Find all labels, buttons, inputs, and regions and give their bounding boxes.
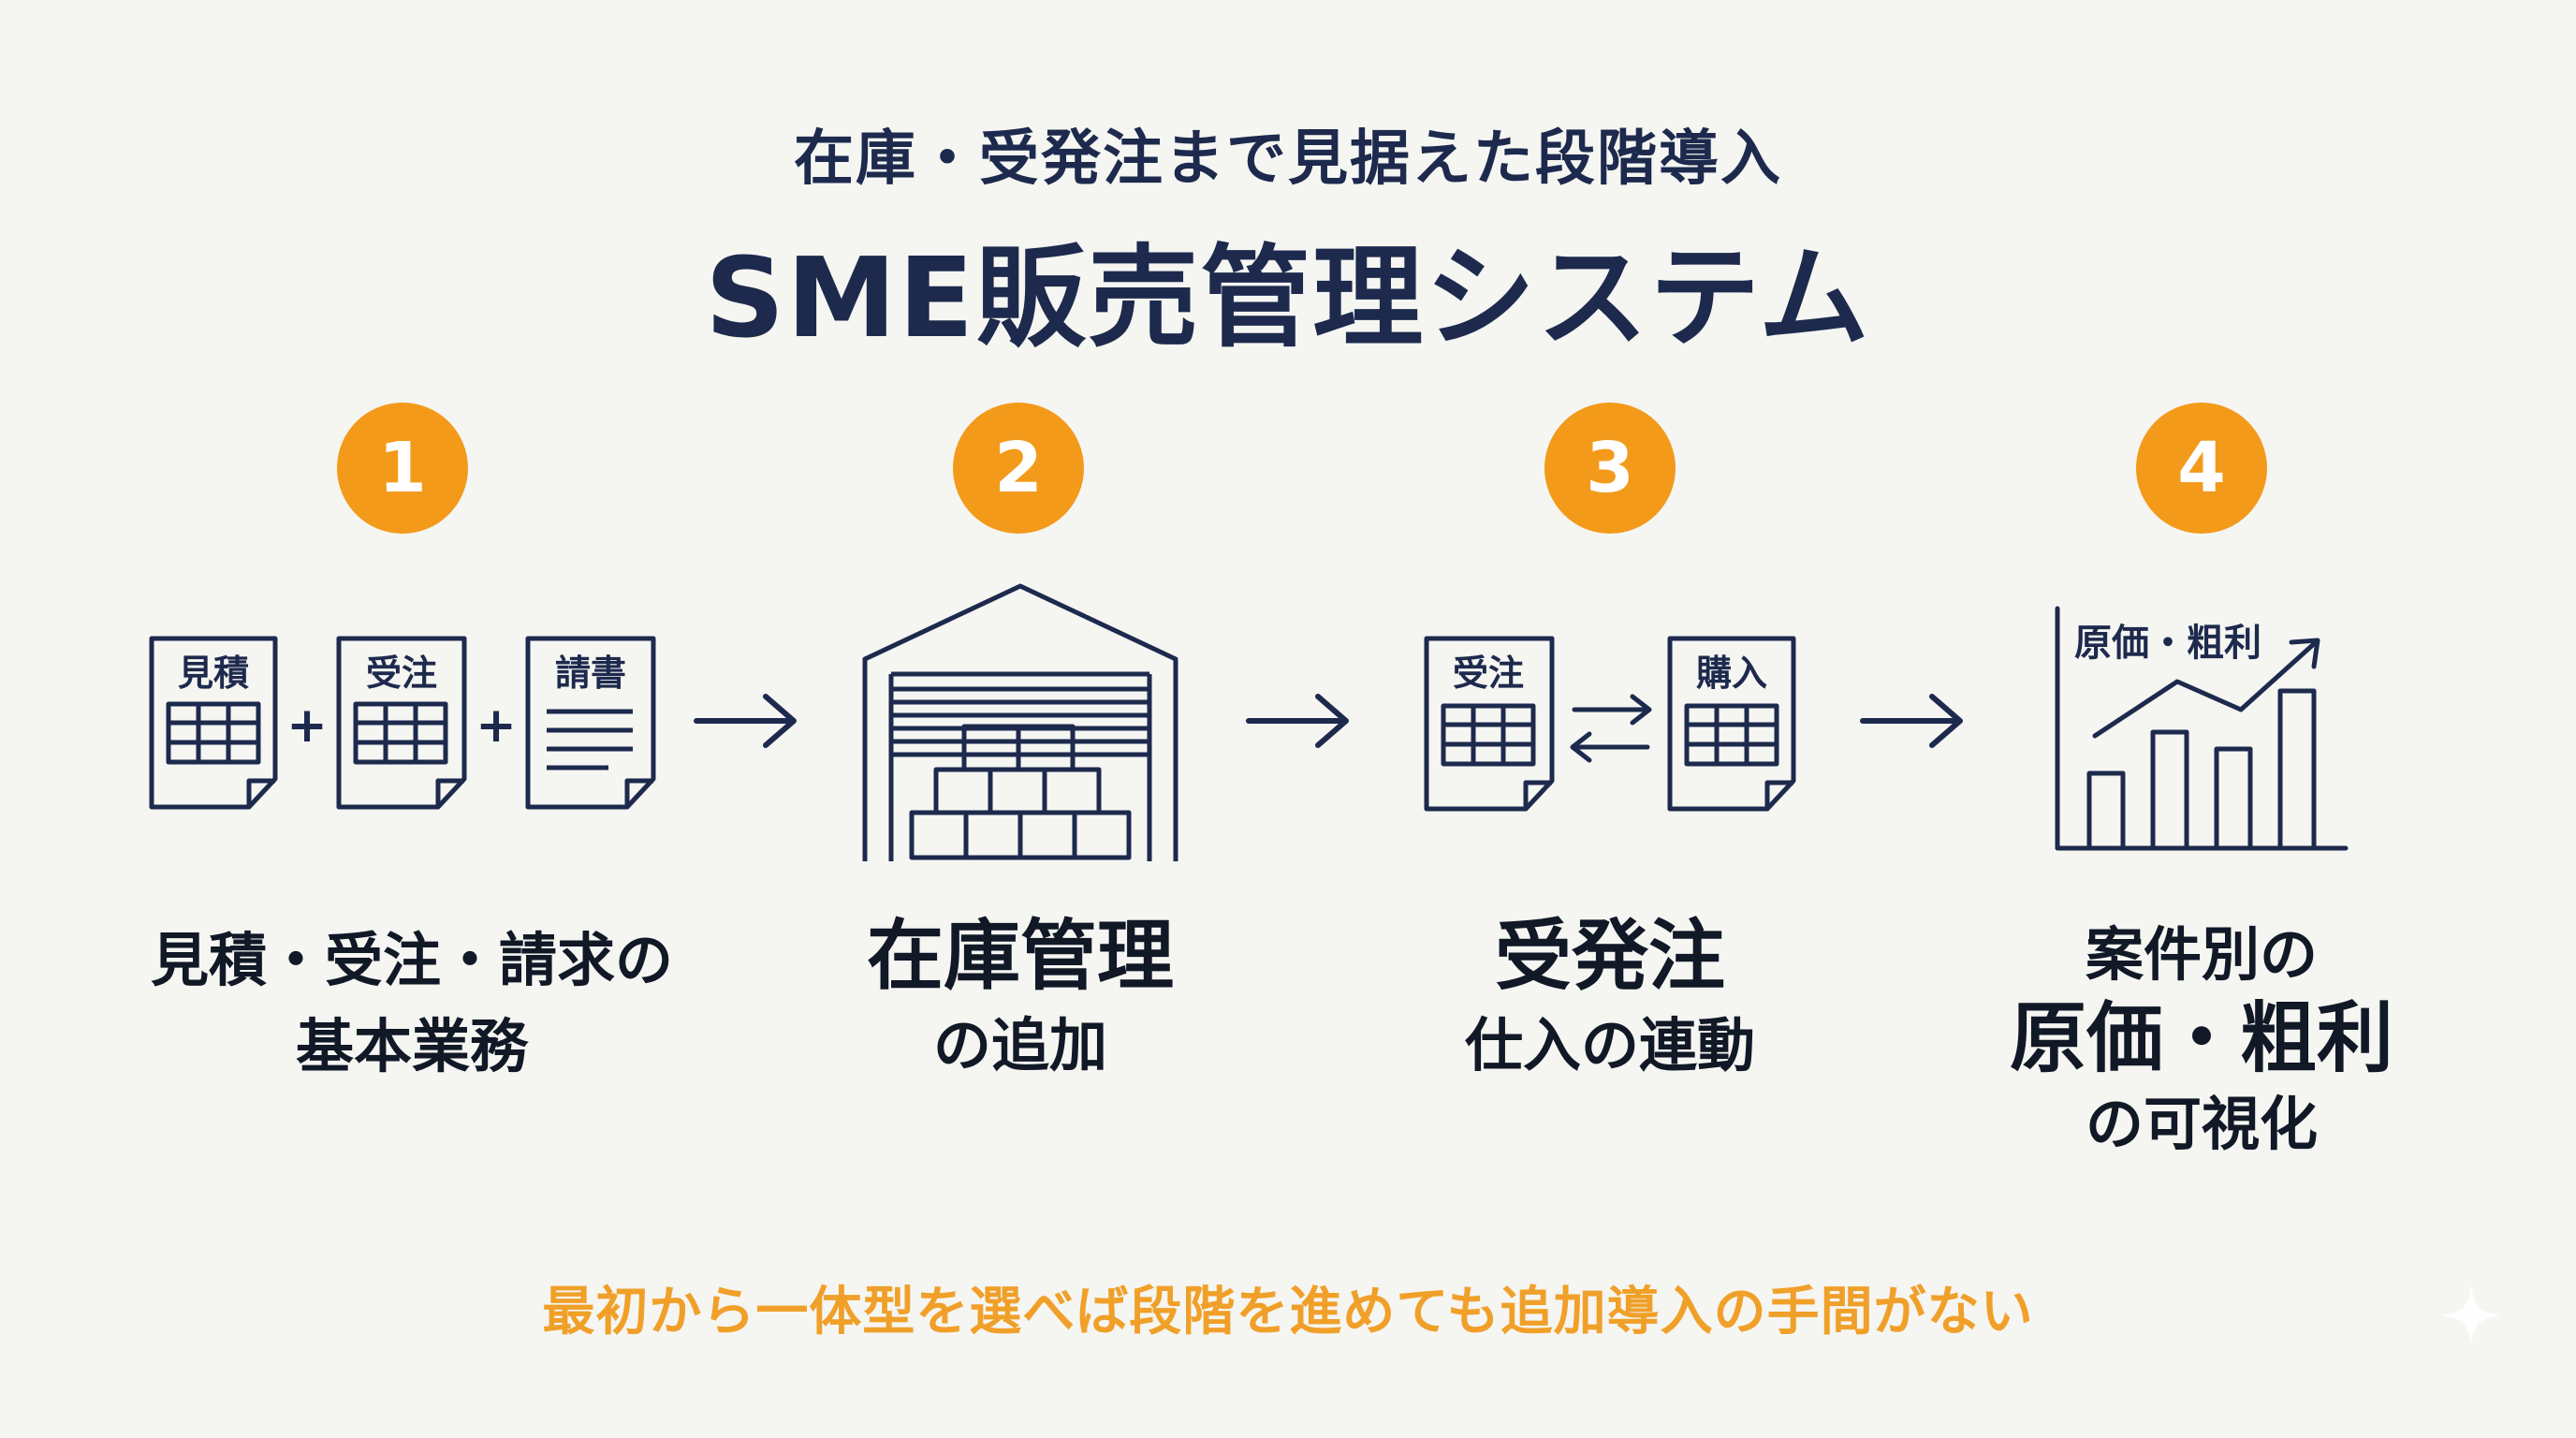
subtitle: 在庫・受発注まで見据えた段階導入 <box>794 125 1782 194</box>
arrow-right-icon-3 <box>1860 694 1963 748</box>
cost-chart-label: 原価・粗利 <box>2074 622 2261 665</box>
purchase-document-icon <box>1667 636 1796 812</box>
plus-connector-2: + <box>476 697 517 754</box>
invoice-document-icon <box>525 636 656 810</box>
step-3-badge: 3 <box>1544 403 1676 534</box>
estimate-label: 見積 <box>178 653 249 694</box>
step-3-caption: 受発注 仕入の連動 <box>1348 910 1872 1088</box>
step-4-caption-line-2: 原価・粗利 <box>2009 994 2393 1083</box>
order-document-icon <box>336 636 467 810</box>
purchase-label: 購入 <box>1696 653 1767 694</box>
footer-note: 最初から一体型を選べば段階を進めても追加導入の手間がない <box>542 1282 2034 1343</box>
step-2-badge: 2 <box>953 403 1084 534</box>
step-1-caption-line-2: 基本業務 <box>295 1012 528 1080</box>
step-1-caption-line-1: 見積・受注・請求の <box>150 926 673 994</box>
step-4-caption: 案件別の 原価・粗利 の可視化 <box>1939 917 2464 1163</box>
plus-connector-1: + <box>286 697 328 754</box>
step-2-caption-line-2: の追加 <box>932 1011 1107 1079</box>
arrow-right-icon-2 <box>1246 694 1349 748</box>
estimate-document-icon <box>149 636 278 810</box>
arrow-right-icon-1 <box>694 694 797 748</box>
cost-chart-icon <box>2055 606 2349 851</box>
sales-order-label: 受注 <box>1453 653 1524 694</box>
step-3-caption-line-1: 受発注 <box>1494 912 1725 1001</box>
step-1-caption: 見積・受注・請求の 基本業務 <box>131 917 693 1090</box>
exchange-arrows-icon <box>1570 694 1652 763</box>
order-label: 受注 <box>366 653 437 694</box>
warehouse-icon <box>862 583 1178 861</box>
page-title: SME販売管理システム <box>705 233 1871 362</box>
step-3-caption-line-2: 仕入の連動 <box>1464 1011 1755 1079</box>
step-4-caption-line-1: 案件別の <box>2085 920 2318 989</box>
step-4-badge: 4 <box>2136 403 2267 534</box>
step-4-caption-line-3: の可視化 <box>2085 1090 2318 1158</box>
invoice-label: 請書 <box>555 653 626 694</box>
step-2-caption-line-1: 在庫管理 <box>866 912 1174 1001</box>
sparkle-icon <box>2440 1284 2502 1346</box>
step-1-badge: 1 <box>337 403 468 534</box>
step-2-caption: 在庫管理 の追加 <box>768 910 1273 1088</box>
sales-order-document-icon <box>1424 636 1555 812</box>
